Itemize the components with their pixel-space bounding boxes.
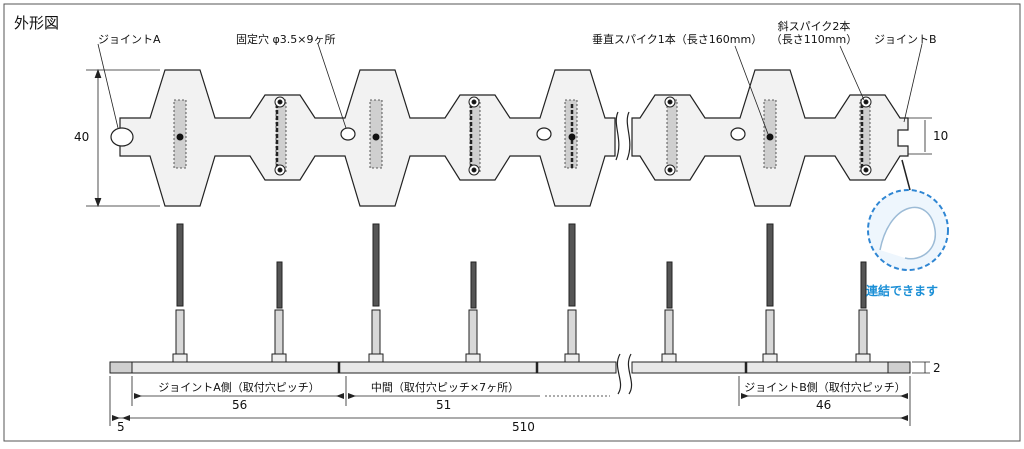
dim-pitch — [109, 376, 911, 426]
total-length-value: 510 — [512, 420, 535, 434]
pitch-b-label: ジョイントB側（取付穴ピッチ） — [744, 381, 906, 394]
label-vertical-spike: 垂直スパイク1本（長さ160mm） — [592, 33, 763, 46]
pitch-mid-value: 51 — [436, 398, 452, 412]
break-mark-bottom — [616, 353, 633, 395]
dim-thickness — [912, 361, 930, 374]
label-joint-b: ジョイントB — [874, 33, 937, 46]
label-oblique-spike-2: （長さ110mm） — [770, 33, 858, 46]
pitch-mid-label: 中間（取付穴ピッチ×7ヶ所） — [370, 381, 520, 394]
leader-lines — [97, 43, 923, 135]
spike-dots — [176, 133, 774, 141]
dim-thickness-label: 2 — [933, 361, 941, 375]
page-title: 外形図 — [14, 14, 60, 32]
pitch-a-value: 56 — [232, 398, 248, 412]
connect-caption: 連結できます — [866, 284, 939, 298]
label-oblique-spike-1: 斜スパイク2本 — [777, 20, 851, 33]
outer-border — [3, 3, 1021, 442]
dim-height-label: 40 — [74, 130, 90, 144]
offset-value: 5 — [117, 420, 125, 434]
dim-joint — [908, 117, 932, 155]
dim-arrows — [112, 393, 908, 421]
label-joint-a: ジョイントA — [98, 33, 161, 46]
plate-top-view — [119, 69, 909, 207]
spikes-side-view — [172, 223, 871, 363]
dim-height — [86, 68, 160, 208]
connect-callout — [867, 159, 949, 271]
spike-rings — [274, 96, 872, 176]
break-mark-top — [615, 111, 631, 161]
joint-a-hole — [110, 127, 134, 147]
pitch-b-value: 46 — [816, 398, 832, 412]
dim-joint-label: 10 — [933, 129, 949, 143]
pitch-a-label: ジョイントA側（取付穴ピッチ） — [158, 381, 320, 394]
label-fixing-hole: 固定穴 φ3.5×9ヶ所 — [236, 33, 336, 46]
fixing-holes — [110, 127, 746, 147]
base-plate-side — [109, 361, 911, 374]
